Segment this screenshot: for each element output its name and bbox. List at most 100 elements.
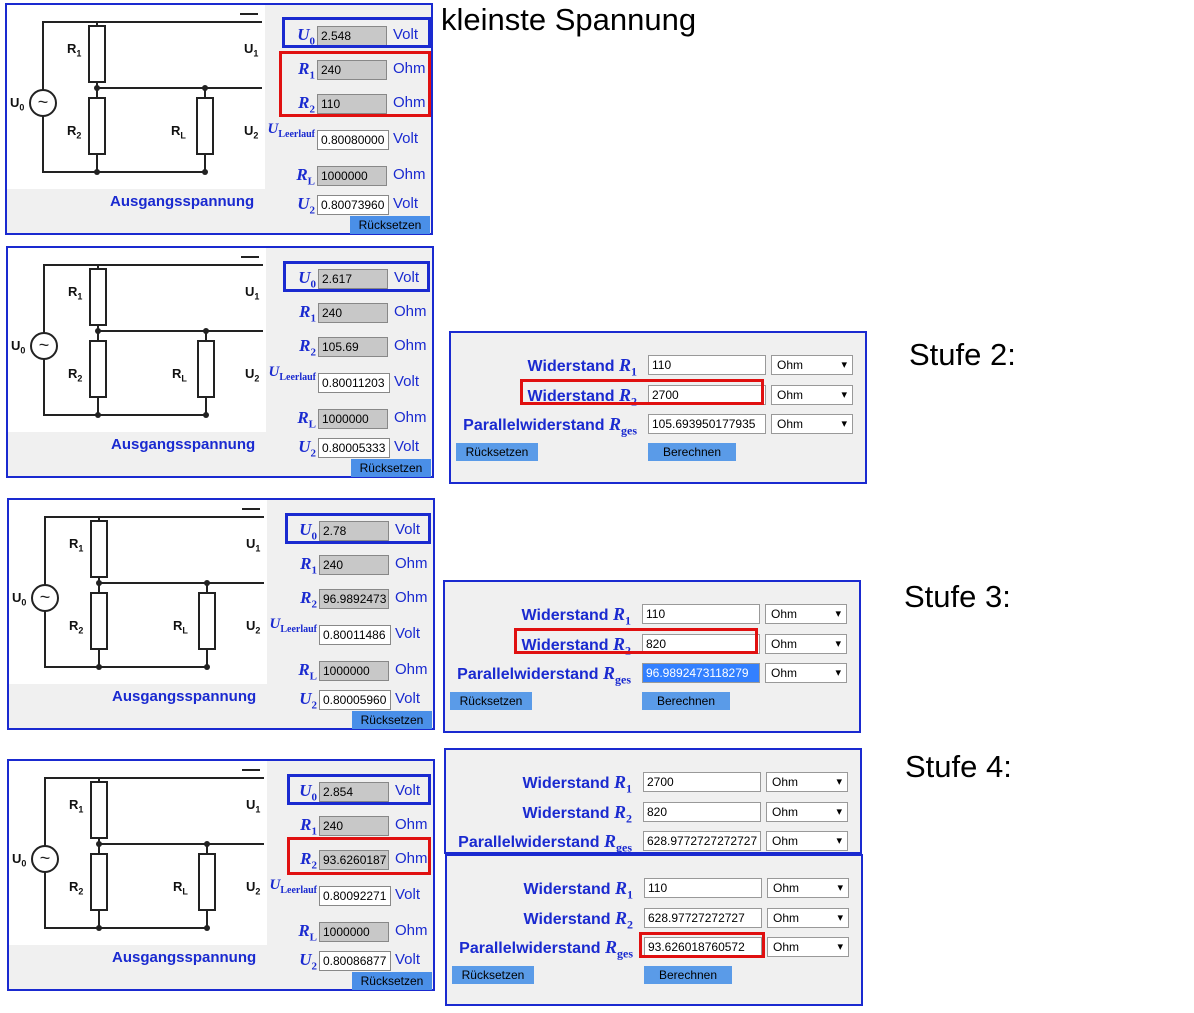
r2-input[interactable]: 93.6260187 <box>319 850 389 870</box>
output-voltage-label: Ausgangsspannung <box>112 949 257 966</box>
u0-row: U0 2.78 Volt <box>299 520 421 543</box>
circuit-diagram: ~ R1 R2 RL U0 U1 U2 <box>8 248 266 432</box>
u0-input[interactable]: 2.854 <box>319 782 389 802</box>
uleer-output: 0.80011203 <box>318 373 390 393</box>
stufe-2-label: Stufe 2: <box>909 337 1016 372</box>
rges-highlight <box>639 932 765 958</box>
calc-compute-button[interactable]: Berechnen <box>648 443 736 461</box>
calc-reset-button[interactable]: Rücksetzen <box>450 692 532 710</box>
rl-input[interactable]: 1000000 <box>317 166 387 186</box>
calc-r2-unit-select[interactable]: Ohm <box>766 802 848 822</box>
voltage-divider-panel: ~ R1 R2 RL U0 U1 U2 Ausgangsspannung U0 … <box>7 759 435 991</box>
calc-rges-unit-select[interactable]: Ohm <box>765 663 847 683</box>
r1-row: R1 240 Ohm <box>298 59 426 82</box>
rl-input[interactable]: 1000000 <box>319 922 389 942</box>
resistor-r1 <box>89 268 107 326</box>
uleer-output: 0.80092271 <box>319 886 391 906</box>
uleer-row: ULeerlauf 0.80011486 Volt <box>265 616 433 650</box>
r1-r2-highlight <box>279 51 431 117</box>
calc-r1-input[interactable]: 2700 <box>643 772 761 792</box>
calc-r1-input[interactable]: 110 <box>642 604 760 624</box>
stufe-3-label: Stufe 3: <box>904 579 1011 614</box>
calc-r2-unit-select[interactable]: Ohm <box>771 385 853 405</box>
calc-r2-unit-select[interactable]: Ohm <box>765 634 847 654</box>
calc-r1-input[interactable]: 110 <box>644 878 762 898</box>
r1-input[interactable]: 240 <box>317 60 387 80</box>
rl-row: RL 1000000 Ohm <box>296 165 426 188</box>
calc-reset-button[interactable]: Rücksetzen <box>456 443 538 461</box>
calc-reset-button[interactable]: Rücksetzen <box>452 966 534 984</box>
r2-highlight <box>520 379 764 405</box>
calc-r2-input[interactable]: 628.97727272727 <box>644 908 762 928</box>
rl-row: RL 1000000 Ohm <box>298 921 428 944</box>
reset-button[interactable]: Rücksetzen <box>351 459 431 477</box>
parallel-resistor-calculator: Widerstand R1 2700 Ohm Widerstand R2 820… <box>444 748 862 855</box>
calc-r1-unit-select[interactable]: Ohm <box>765 604 847 624</box>
resistor-r1 <box>90 520 108 578</box>
u0-input[interactable]: 2.617 <box>318 269 388 289</box>
resistor-r1 <box>88 25 106 83</box>
u2-output: 0.80005333 <box>318 438 390 458</box>
stufe-4-label: Stufe 4: <box>905 749 1012 784</box>
calc-r2-input[interactable]: 820 <box>643 802 761 822</box>
r1-row: R1 240 Ohm <box>299 302 427 325</box>
ac-source-icon: ~ <box>31 584 59 612</box>
u0-highlight <box>283 261 430 292</box>
calc-r1-input[interactable]: 110 <box>648 355 766 375</box>
parallel-resistor-calculator: Widerstand R1 110 Ohm Widerstand R2 628.… <box>445 854 863 1006</box>
calc-r2-unit-select[interactable]: Ohm <box>767 908 849 928</box>
calc-r1-unit-select[interactable]: Ohm <box>766 772 848 792</box>
reset-button[interactable]: Rücksetzen <box>352 711 432 729</box>
voltage-divider-panel: ~ R1 R2 RL U0 U1 U2 Ausgangsspannung U0 … <box>6 246 434 478</box>
u2-row: U2 0.80086877 Volt <box>299 950 421 973</box>
u2-output: 0.80086877 <box>319 951 391 971</box>
u0-row: U0 2.854 Volt <box>299 781 421 804</box>
r2-row: R2 105.69 Ohm <box>299 336 427 359</box>
calc-rges-unit-select[interactable]: Ohm <box>766 831 848 851</box>
r2-row: R2 93.6260187 Ohm <box>300 849 428 872</box>
r1-input[interactable]: 240 <box>319 816 389 836</box>
ac-source-icon: ~ <box>30 332 58 360</box>
calc-compute-button[interactable]: Berechnen <box>644 966 732 984</box>
calc-rges-output[interactable]: 93.626018760572 <box>644 937 762 957</box>
rl-input[interactable]: 1000000 <box>319 661 389 681</box>
r2-input[interactable]: 105.69 <box>318 337 388 357</box>
resistor-rl <box>198 592 216 650</box>
circuit-diagram: ~ R1 R2 RL U0 U1 U2 <box>7 5 265 189</box>
calc-compute-button[interactable]: Berechnen <box>642 692 730 710</box>
r2-highlight <box>514 628 758 654</box>
resistor-r1 <box>90 781 108 839</box>
resistor-rl <box>198 853 216 911</box>
u2-row: U2 0.80073960 Volt <box>297 194 419 217</box>
uleer-output: 0.80011486 <box>319 625 391 645</box>
calc-rges-output[interactable]: 96.9892473118279 <box>642 663 760 683</box>
r1-input[interactable]: 240 <box>318 303 388 323</box>
calc-r1-unit-select[interactable]: Ohm <box>767 878 849 898</box>
u0-input[interactable]: 2.78 <box>319 521 389 541</box>
calc-rges-output[interactable]: 628.9772727272727 <box>643 831 761 851</box>
calc-rges-output[interactable]: 105.693950177935 <box>648 414 766 434</box>
calc-rges-unit-select[interactable]: Ohm <box>767 937 849 957</box>
reset-button[interactable]: Rücksetzen <box>352 972 432 990</box>
u0-row: U0 2.617 Volt <box>298 268 420 291</box>
uleer-row: ULeerlauf 0.80092271 Volt <box>265 877 433 911</box>
resistor-r2 <box>90 592 108 650</box>
calc-rges-unit-select[interactable]: Ohm <box>771 414 853 434</box>
circuit-diagram: ~ R1 R2 RL U0 U1 U2 <box>9 500 267 684</box>
rl-input[interactable]: 1000000 <box>318 409 388 429</box>
u0-row: U0 2.548 Volt <box>297 25 419 48</box>
uleer-row: ULeerlauf 0.80011203 Volt <box>264 364 432 398</box>
uleer-row: ULeerlauf 0.80080000 Volt <box>263 121 431 155</box>
resistor-r2 <box>90 853 108 911</box>
u0-highlight <box>282 17 431 48</box>
r1-input[interactable]: 240 <box>319 555 389 575</box>
u0-highlight <box>285 513 431 544</box>
r2-highlight <box>287 837 431 875</box>
resistor-r2 <box>88 97 106 155</box>
u0-highlight <box>287 774 431 805</box>
u2-output: 0.80005960 <box>319 690 391 710</box>
calc-r1-unit-select[interactable]: Ohm <box>771 355 853 375</box>
r2-input[interactable]: 110 <box>317 94 387 114</box>
r2-input[interactable]: 96.9892473 <box>319 589 389 609</box>
reset-button[interactable]: Rücksetzen <box>350 216 430 234</box>
